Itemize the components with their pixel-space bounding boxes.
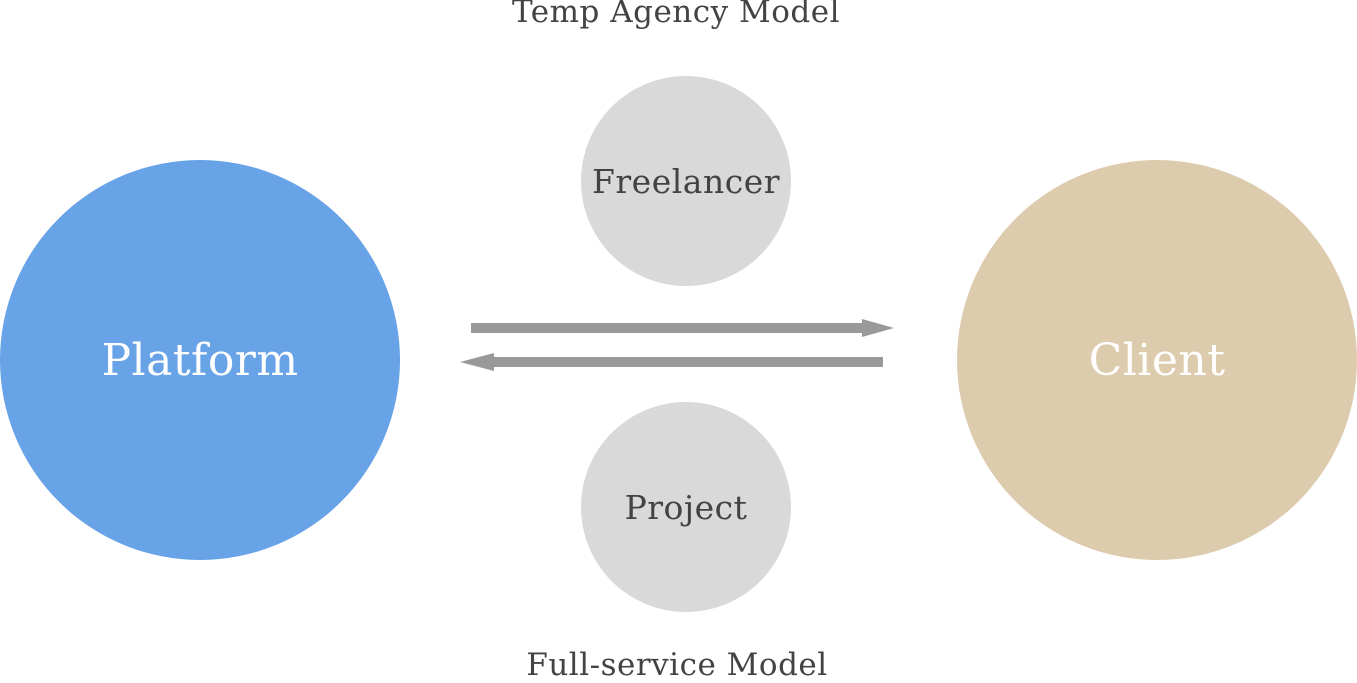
arrow-platform-to-client-head [862,319,894,337]
freelancer-label: Freelancer [592,161,780,201]
project-node: Project [581,402,791,612]
temp-agency-model-label: Temp Agency Model [512,0,840,30]
full-service-model-label: Full-service Model [526,647,828,683]
client-node: Client [957,160,1357,560]
platform-label: Platform [101,334,299,386]
client-label: Client [1088,334,1226,386]
arrow-platform-to-client-shaft [471,323,866,333]
arrow-platform-to-client [471,319,894,337]
project-label: Project [624,487,748,527]
arrow-client-to-platform-shaft [490,357,883,367]
platform-node: Platform [0,160,400,560]
arrow-client-to-platform-head [460,353,494,371]
arrow-client-to-platform [460,353,883,371]
freelancer-node: Freelancer [581,76,791,286]
